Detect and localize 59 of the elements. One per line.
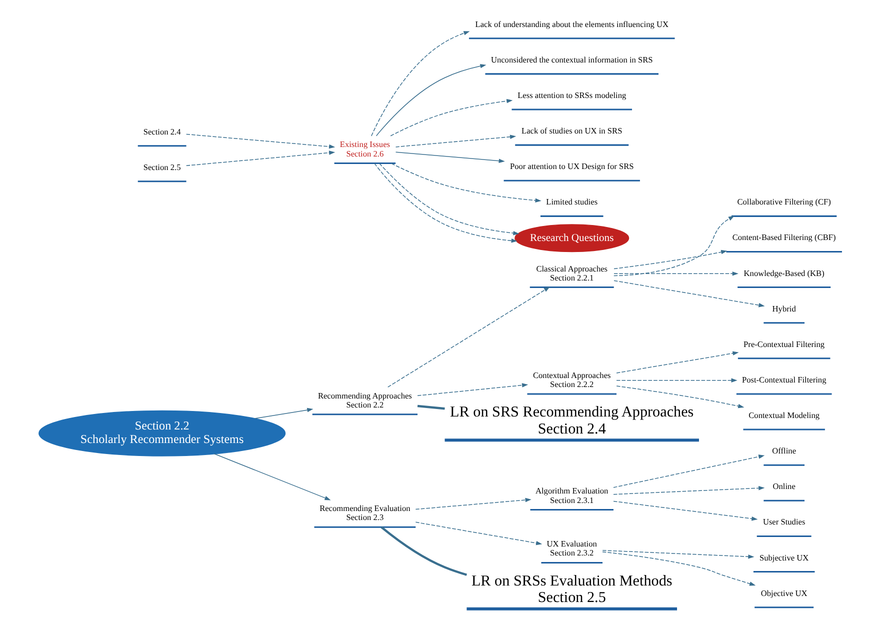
node-text: Less attention to SRSs modeling — [518, 91, 626, 100]
node-text: Recommending Evaluation Section 2.3 — [320, 504, 410, 522]
arrow — [254, 408, 314, 419]
node-text: Offline — [772, 446, 796, 456]
arrow — [390, 98, 513, 136]
node-text: Limited studies — [546, 198, 598, 207]
arrow — [614, 280, 765, 308]
arrow — [388, 286, 550, 388]
node-text: Objective UX — [760, 588, 808, 598]
node-text: Contextual Modeling — [748, 411, 820, 420]
node-text: Post-Contextual Filtering — [742, 375, 826, 384]
arrow — [371, 31, 470, 136]
node-text: Hybrid — [772, 304, 796, 314]
node-text: Content-Based Filtering (CBF) — [732, 233, 836, 242]
node-text: LR on SRS Recommending Approaches Section 2.4 — [450, 404, 694, 438]
arrow — [186, 134, 336, 149]
node-text: LR on SRSs Evaluation Methods Section 2.5 — [471, 573, 672, 606]
arrow — [602, 551, 756, 586]
arrow — [395, 152, 505, 163]
arrow — [602, 550, 754, 559]
node-text: User Studies — [762, 518, 806, 527]
arrow — [214, 453, 331, 500]
node-text: Pre-Contextual Filtering — [744, 340, 825, 349]
node-ellipse: Section 2.2 Scholarly Recommender Systems — [38, 410, 286, 456]
arrow — [390, 163, 542, 202]
node-text: Contextual Approaches Section 2.2.2 — [532, 370, 611, 390]
arrow — [415, 522, 542, 546]
arrow — [415, 498, 532, 510]
arrow — [376, 64, 486, 136]
node-text: Online — [772, 482, 796, 492]
arrow — [613, 454, 765, 488]
arrow — [616, 378, 738, 382]
arrow — [616, 386, 744, 408]
node-text: UX Evaluation Section 2.3.2 — [546, 540, 597, 558]
node-text: Lack of understanding about the elements influencing UX — [475, 20, 668, 29]
node-text: Section 2.4 — [143, 127, 181, 136]
arrow — [614, 216, 734, 276]
node-text: Knowledge-Based (KB) — [744, 268, 824, 278]
node-text: Poor attention to UX Design for SRS — [510, 162, 634, 172]
connector — [380, 526, 467, 576]
node-text: Unconsidered the contextual information in SRS — [490, 55, 653, 64]
node-text: Recommending Approaches Section 2.2 — [318, 391, 412, 410]
arrow — [395, 134, 516, 148]
arrow — [417, 383, 528, 396]
arrow — [616, 351, 739, 374]
node-ellipse: Research Questions — [514, 224, 630, 252]
node-text: Algorithm Evaluation Section 2.3.1 — [536, 486, 608, 505]
connector — [417, 404, 445, 410]
node-text: Subjective UX — [760, 553, 809, 562]
node-text: Classical Approaches Section 2.2.1 — [536, 264, 608, 282]
arrow — [613, 500, 758, 521]
node-text: Lack of studies on UX in SRS — [522, 126, 622, 136]
arrow — [614, 272, 738, 276]
node-text: Existing Issues Section 2.6 — [340, 140, 390, 158]
node-text: Section 2.5 — [143, 162, 181, 172]
arrow — [613, 486, 765, 495]
node-text: Collaborative Filtering (CF) — [737, 198, 831, 207]
arrow — [186, 150, 336, 166]
arrow — [614, 250, 728, 270]
